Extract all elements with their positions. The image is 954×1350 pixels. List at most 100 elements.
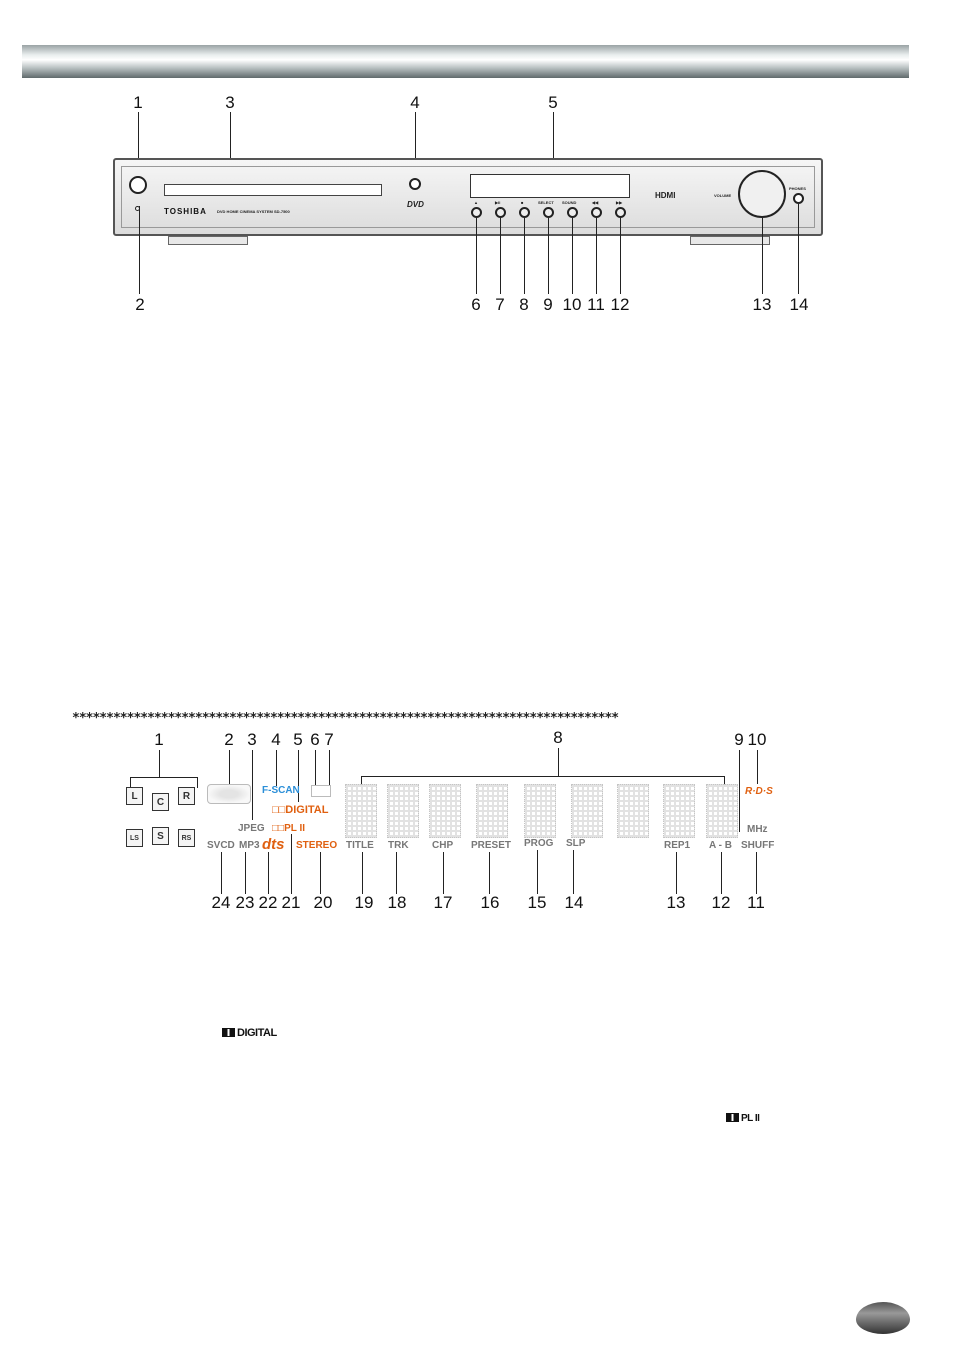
callout-number: 21 [281, 893, 301, 912]
button-label: ▶▶ [616, 200, 623, 205]
callout-number: 1 [133, 93, 143, 112]
leader-line [572, 218, 573, 294]
leader-line [798, 204, 799, 294]
callout-number: 9 [543, 295, 553, 314]
leader-line [756, 852, 757, 894]
segment-bracket [361, 776, 725, 785]
sleep-indicator: SLP [566, 838, 586, 849]
disc-icon [207, 784, 251, 804]
callout-number: 2 [135, 295, 145, 314]
callout-number: 18 [387, 893, 407, 912]
dolby-digital-logo: DIGITAL [222, 1027, 277, 1039]
leader-line [291, 834, 292, 894]
callout-number: 3 [247, 730, 257, 749]
sound-button[interactable] [567, 207, 578, 218]
separator-line: ****************************************… [72, 711, 619, 726]
callout-number: 14 [789, 295, 809, 314]
speaker-c: C [152, 793, 169, 811]
panel-foot [168, 236, 248, 245]
segment-digit [387, 784, 419, 838]
rds-indicator: R·D·S [745, 786, 773, 797]
callout-number: 24 [211, 893, 231, 912]
callout-number: 3 [225, 93, 235, 112]
leader-line [329, 750, 330, 786]
leader-line [245, 852, 246, 894]
speaker-rs: RS [178, 829, 195, 847]
leader-line [500, 218, 501, 294]
callout-number: 10 [747, 730, 767, 749]
leader-line [739, 750, 740, 832]
chp-indicator: CHP [432, 840, 454, 851]
trk-indicator: TRK [388, 840, 409, 851]
rep1-indicator: REP1 [664, 840, 691, 851]
volume-label: VOLUME [714, 193, 732, 198]
leader-line [489, 852, 490, 894]
dts-indicator: dts [262, 836, 285, 853]
brand-logo: TOSHIBA [164, 207, 207, 216]
callout-number: 13 [752, 295, 772, 314]
mp3-indicator: MP3 [239, 840, 260, 851]
leader-line [138, 112, 139, 176]
skip-forward-button[interactable] [615, 207, 626, 218]
leader-line [362, 852, 363, 894]
dvd-logo: DVD [407, 200, 424, 209]
pause-button[interactable] [495, 207, 506, 218]
callout-number: 6 [471, 295, 481, 314]
phones-label: PHONES [789, 186, 806, 191]
hdmi-logo: HDMI [655, 191, 676, 200]
callout-number: 17 [433, 893, 453, 912]
leader-line [139, 206, 140, 294]
callout-number: 22 [258, 893, 278, 912]
ab-indicator: A - B [709, 840, 732, 851]
button-label: SOUND [562, 200, 577, 205]
callout-number: 12 [610, 295, 630, 314]
callout-number: 20 [313, 893, 333, 912]
segment-digit [571, 784, 603, 838]
speaker-s: S [152, 827, 169, 845]
segment-digit [663, 784, 695, 838]
leader-line [757, 750, 758, 784]
play-button[interactable] [471, 207, 482, 218]
leader-line [548, 218, 549, 294]
leader-line [159, 750, 160, 777]
front-display-window [470, 174, 630, 198]
svcd-indicator: SVCD [207, 840, 235, 851]
callout-number: 9 [734, 730, 744, 749]
page-tab-icon [856, 1302, 910, 1334]
pl2-indicator: □□PL II [272, 823, 306, 834]
leader-line [476, 218, 477, 294]
stop-button[interactable] [519, 207, 530, 218]
headphone-jack [793, 193, 804, 204]
select-button[interactable] [543, 207, 554, 218]
leader-line [762, 218, 763, 294]
button-label: ◀◀ [592, 200, 599, 205]
segment-digit [617, 784, 649, 838]
callout-number: 16 [480, 893, 500, 912]
leader-line [268, 852, 269, 894]
leader-line [721, 852, 722, 894]
callout-number: 11 [587, 295, 605, 314]
callout-number: 5 [548, 93, 558, 112]
leader-line [553, 112, 554, 184]
leader-line [229, 750, 230, 784]
speaker-bracket [130, 777, 198, 788]
leader-line [276, 750, 277, 786]
callout-number: 8 [553, 728, 563, 747]
button-label: ▶II [495, 200, 501, 205]
stereo-indicator: STEREO [296, 840, 338, 851]
speaker-l: L [126, 787, 143, 805]
power-button[interactable] [129, 176, 147, 194]
leader-line [315, 750, 316, 786]
preset-indicator: PRESET [471, 840, 512, 851]
open-close-button[interactable] [409, 178, 421, 190]
callout-number: 11 [747, 893, 765, 912]
button-label: SELECT [538, 200, 554, 205]
skip-back-button[interactable] [591, 207, 602, 218]
title-indicator: TITLE [346, 840, 374, 851]
segment-digit [345, 784, 377, 838]
callout-number: 12 [711, 893, 731, 912]
button-label: ■ [521, 200, 524, 205]
volume-knob[interactable] [738, 170, 786, 218]
shuff-indicator: SHUFF [741, 840, 775, 851]
disc-tray [164, 184, 382, 196]
